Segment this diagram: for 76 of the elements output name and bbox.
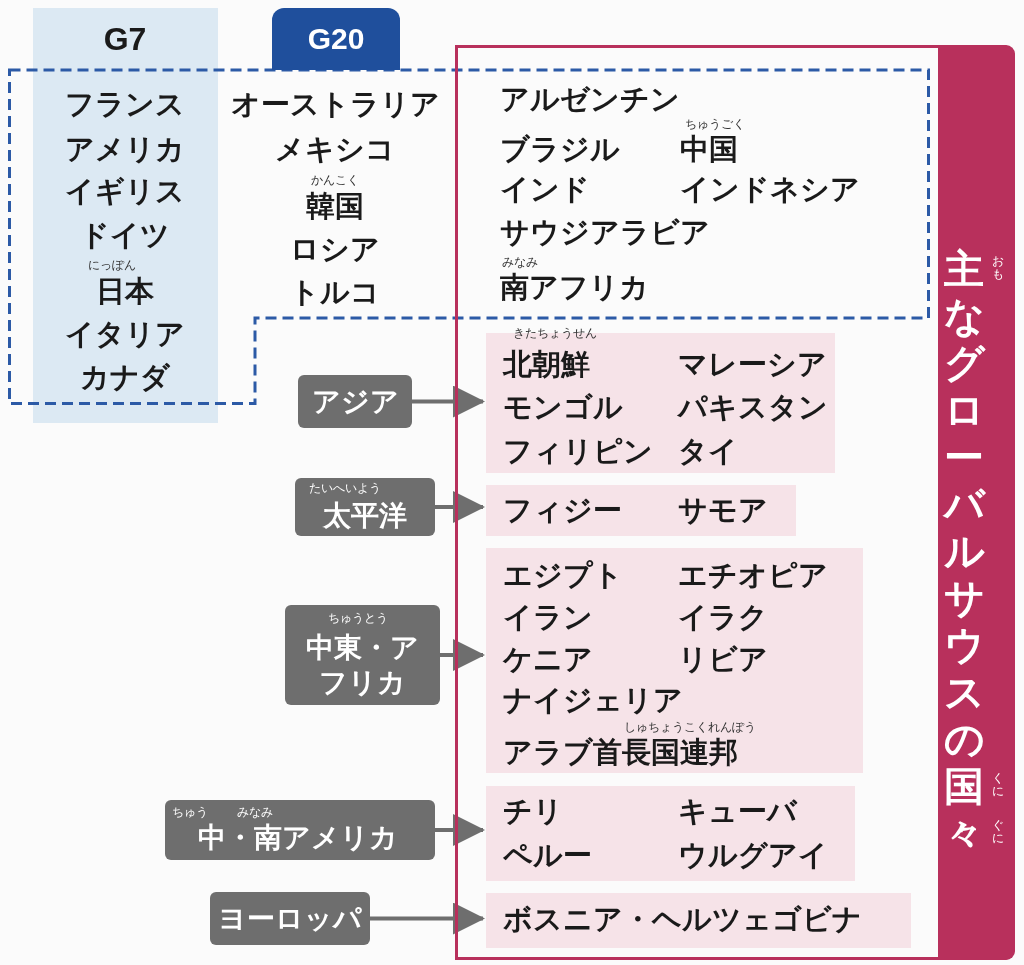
region-label: アジア <box>311 386 399 418</box>
country-name: オーストラリア <box>230 89 440 121</box>
tab-heading: G20 <box>272 8 400 70</box>
country-panel <box>486 485 796 536</box>
country-panel <box>486 786 855 881</box>
country-name: ブラジル <box>500 134 620 166</box>
pointer-arrow <box>370 902 485 935</box>
country-name: 北朝鮮 <box>503 349 590 381</box>
country-name: ナイジェリア <box>503 685 683 717</box>
country-name: トルコ <box>290 277 380 309</box>
furigana: しゅちょうこくれんぽう <box>624 721 756 733</box>
category-frame <box>455 45 1015 960</box>
country-name: ケニア <box>503 644 593 676</box>
country-name: イラク <box>678 602 768 634</box>
country-name: フィジー <box>503 495 622 527</box>
country-name: ドイツ <box>80 220 170 252</box>
region-callout <box>285 605 440 705</box>
country-name: チリ <box>503 796 563 828</box>
country-name: パキスタン <box>678 392 828 424</box>
furigana: にっぽん <box>88 259 136 271</box>
furigana: ちゅう <box>172 806 208 818</box>
country-name: ペルー <box>503 840 592 872</box>
pointer-arrow <box>412 385 485 418</box>
country-name: キューバ <box>678 796 797 828</box>
country-name: ロシア <box>290 234 380 266</box>
country-name: 韓国 <box>306 191 364 223</box>
country-name: インドネシア <box>680 174 860 206</box>
region-label: 中東・アフリカ <box>304 630 420 700</box>
country-name: リビア <box>678 644 768 676</box>
country-name: フィリピン <box>503 436 653 468</box>
furigana: かんこく <box>311 174 359 186</box>
country-name: エチオピア <box>678 560 828 592</box>
country-name: モンゴル <box>503 392 623 424</box>
furigana: くに <box>992 772 1004 798</box>
country-name: イギリス <box>65 176 185 208</box>
country-name: サウジアラビア <box>500 217 710 249</box>
country-name: フランス <box>65 89 185 121</box>
region-label: 太平洋 <box>323 500 407 532</box>
country-name: アメリカ <box>65 134 185 166</box>
country-name: イタリア <box>65 319 185 351</box>
country-name: 南アフリカ <box>500 272 649 304</box>
furigana: みなみ <box>502 256 538 268</box>
group-heading: G7 <box>103 22 147 58</box>
region-label: 中・南アメリカ <box>198 822 398 854</box>
furigana: ぐに <box>992 819 1004 845</box>
country-name: 中国 <box>680 134 738 166</box>
country-name: サモア <box>678 495 768 527</box>
country-name: メキシコ <box>275 134 395 166</box>
region-label: ヨーロッパ <box>218 903 362 935</box>
group-band <box>33 8 218 423</box>
country-name: マレーシア <box>678 349 827 381</box>
country-name: タイ <box>678 436 738 468</box>
country-name: インド <box>500 174 590 206</box>
pointer-arrow <box>440 639 485 671</box>
region-callout <box>165 800 435 860</box>
country-panel <box>486 548 863 773</box>
country-name: イラン <box>503 602 593 634</box>
furigana: きたちょうせん <box>513 327 597 339</box>
furigana: たいへいよう <box>309 482 381 494</box>
furigana: ちゅうごく <box>685 118 745 130</box>
region-callout <box>210 892 370 945</box>
country-name: 日本 <box>96 276 154 308</box>
furigana: みなみ <box>237 806 273 818</box>
country-name: アルゼンチン <box>500 84 680 116</box>
country-panel <box>486 893 911 948</box>
region-callout <box>298 375 412 428</box>
furigana: おも <box>992 255 1004 281</box>
pointer-arrow <box>435 814 485 846</box>
country-name: カナダ <box>80 362 170 394</box>
country-name: アラブ首長国連邦 <box>503 737 738 769</box>
country-name: エジプト <box>503 560 623 592</box>
country-name: ボスニア・ヘルツェゴビナ <box>503 904 862 936</box>
furigana: ちゅうとう <box>328 612 388 624</box>
region-callout <box>295 478 435 536</box>
country-name: ウルグアイ <box>678 840 828 872</box>
pointer-arrow <box>435 491 485 523</box>
